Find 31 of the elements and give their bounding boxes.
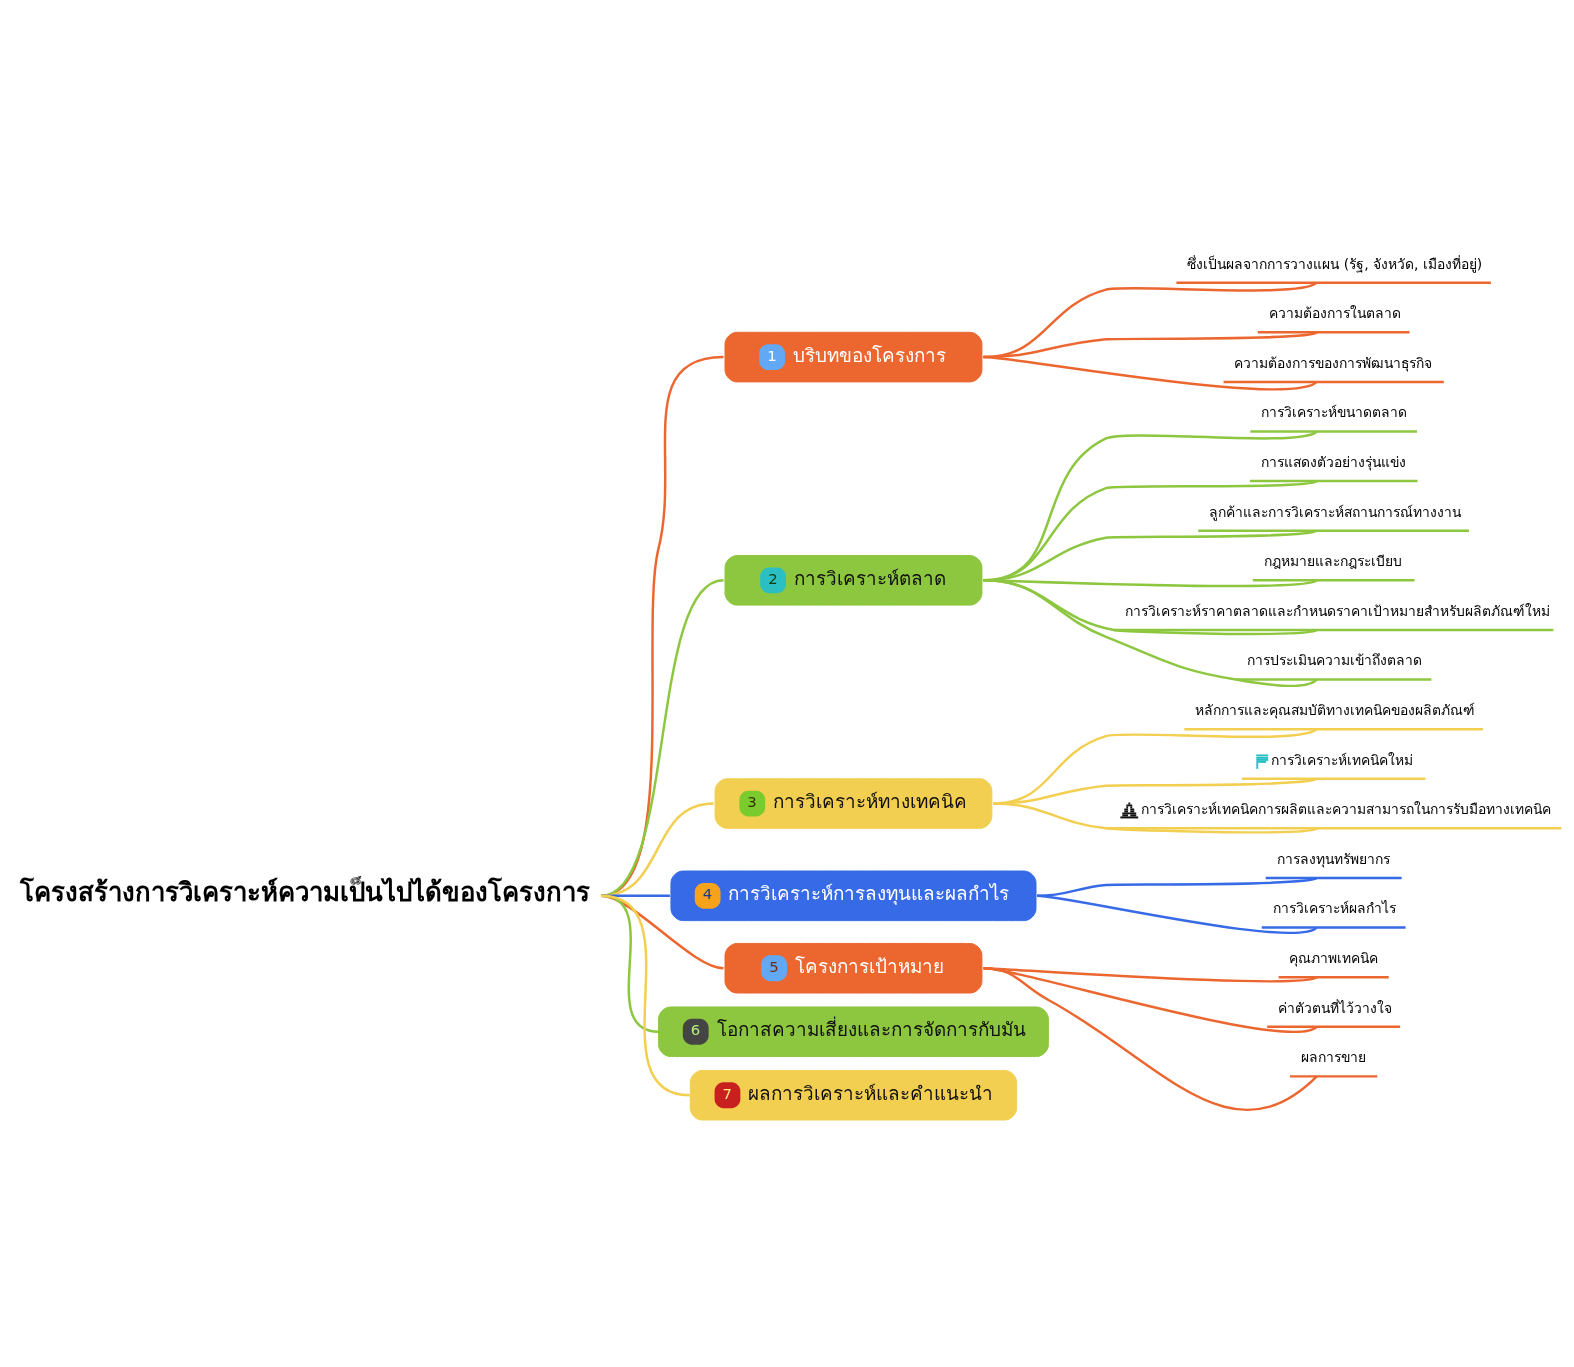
connector bbox=[983, 579, 1318, 688]
node-box: 6 โอกาสความเสี่ยงและการจัดการกับมัน bbox=[658, 1006, 1049, 1058]
node-text: การวิเคราะห์เทคนิคใหม่ bbox=[1271, 752, 1414, 769]
connector bbox=[983, 355, 1318, 391]
connector bbox=[993, 802, 1318, 834]
node-text: ค่าตัวตนที่ไว้วางใจ bbox=[1278, 999, 1393, 1016]
connector bbox=[1036, 894, 1318, 935]
node-text: ลูกค้าและการวิเคราะห์สถานการณ์ทางงาน bbox=[1209, 503, 1462, 520]
node-text: ผลการขาย bbox=[1300, 1049, 1366, 1066]
node-text: การลงทุนทรัพยากร bbox=[1276, 850, 1390, 867]
node-text: หลักการและคุณสมบัติทางเทคนิคของผลิตภัณฑ์ bbox=[1195, 701, 1476, 718]
node-box: 2 การวิเคราะห์ตลาด bbox=[724, 555, 983, 606]
node-text: การวิเคราะห์ผลกำไร bbox=[1272, 900, 1396, 917]
connector bbox=[1037, 876, 1318, 898]
node-box: 3 การวิเคราะห์ทางเทคนิค bbox=[714, 778, 993, 829]
node-text: คุณภาพเทคนิค bbox=[1289, 949, 1379, 966]
node-text: กฎหมายและกฎระเบียบ bbox=[1263, 553, 1402, 570]
node-text: การวิเคราะห์เทคนิคการผลิตและความสามารถในการรับมือทางเทคนิค bbox=[1141, 801, 1552, 818]
node-text: โครงสร้างการวิเคราะห์ความเป็นไปได้ของโครงการ bbox=[19, 877, 590, 908]
node-text: การแสดงตัวอย่างรุ่นแข่ง bbox=[1260, 453, 1406, 470]
node-text: การวิเคราะห์ขนาดตลาด bbox=[1261, 404, 1408, 421]
node-box: 1 บริบทของโครงการ bbox=[724, 331, 983, 383]
node-box: 4 การวิเคราะห์การลงทุนและผลกำไร bbox=[670, 870, 1037, 922]
node-text: ความต้องการในตลาด bbox=[1268, 305, 1401, 322]
node-box: 5 โครงการเป้าหมาย bbox=[724, 942, 983, 994]
node-text: การประเมินความเข้าถึงตลาด bbox=[1246, 652, 1422, 669]
node-box: 7 ผลการวิเคราะห์และคำแนะนำ bbox=[689, 1069, 1018, 1121]
node-text: ซึ่งเป็นผลจากการวางแผน (รัฐ, จังหวัด, เมืองที่อยู่) bbox=[1187, 255, 1483, 272]
node-text: ความต้องการของการพัฒนาธุรกิจ bbox=[1234, 354, 1433, 371]
connector bbox=[983, 967, 1318, 1111]
node-text: การวิเคราะห์ราคาตลาดและกำหนดราคาเป้าหมายสำหรับผลิตภัณฑ์ใหม่ bbox=[1124, 602, 1550, 619]
